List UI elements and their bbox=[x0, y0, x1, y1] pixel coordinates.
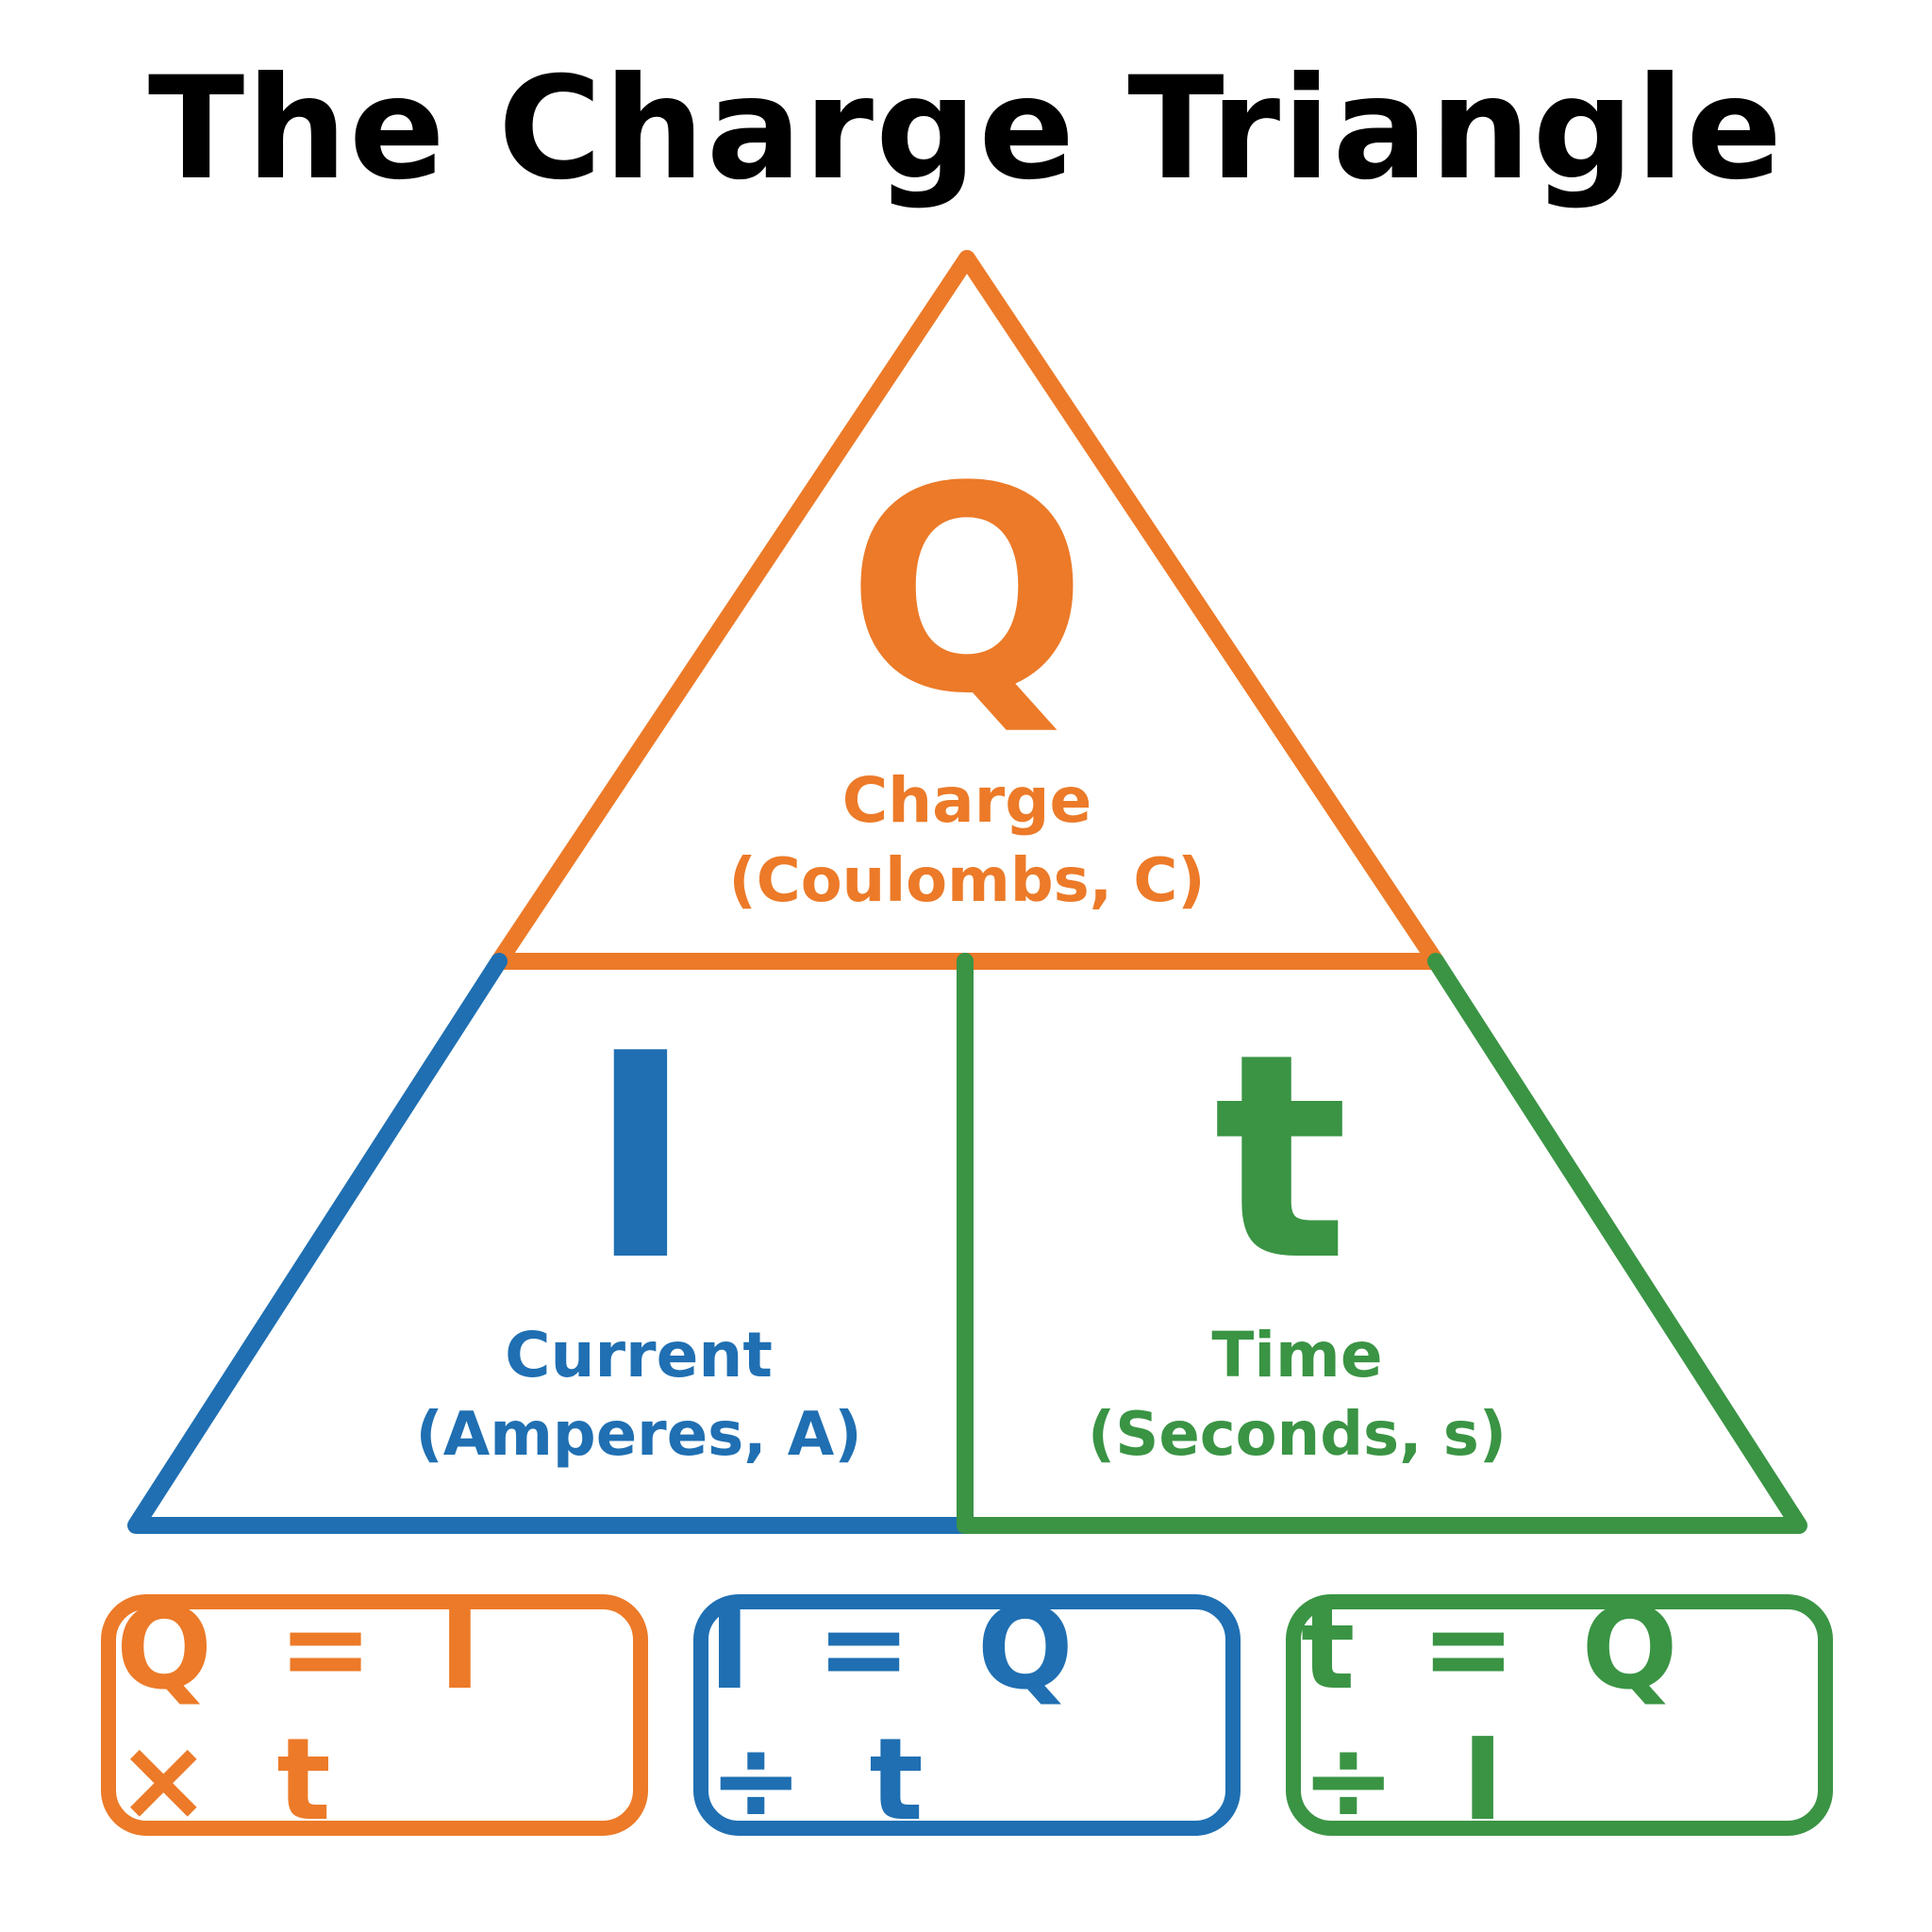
formula-charge: Q = I × t bbox=[116, 1584, 494, 1846]
right-section-outline bbox=[957, 953, 1807, 1534]
time-symbol: t bbox=[1213, 993, 1349, 1323]
time-label: Time bbox=[1211, 1319, 1383, 1391]
charge-unit: (Coulombs, C) bbox=[728, 846, 1206, 916]
formula-box-time: t = Q ÷ I bbox=[1286, 1584, 1833, 1846]
current-symbol: I bbox=[588, 993, 693, 1323]
time-unit: (Seconds, s) bbox=[1087, 1400, 1507, 1470]
charge-label: Charge bbox=[841, 764, 1092, 837]
formula-box-charge: Q = I × t bbox=[101, 1584, 648, 1846]
current-label: Current bbox=[505, 1319, 773, 1391]
current-unit: (Amperes, A) bbox=[415, 1400, 862, 1470]
formula-time: t = Q ÷ I bbox=[1301, 1584, 1691, 1846]
formula-box-current: I = Q ÷ t bbox=[693, 1584, 1241, 1846]
page-title: The Charge Triangle bbox=[147, 47, 1785, 211]
formula-current: I = Q ÷ t bbox=[708, 1584, 1087, 1846]
charge-symbol: Q bbox=[846, 426, 1088, 756]
